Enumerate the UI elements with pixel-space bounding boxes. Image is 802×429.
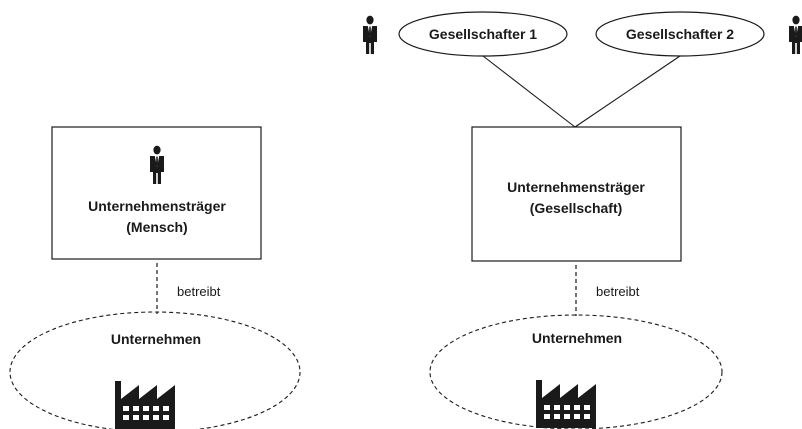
factory-icon	[115, 381, 175, 429]
shareholder-1-link	[482, 55, 576, 128]
right-model: Gesellschafter 1 Gesellschafter 2 Untern…	[363, 11, 802, 429]
shareholder-2-link	[574, 55, 681, 128]
factory-icon	[536, 380, 596, 428]
left-enterprise-ellipse	[9, 311, 301, 429]
right-entity-subtitle: (Gesellschaft)	[530, 200, 623, 216]
left-entity-title: Unternehmensträger	[88, 198, 226, 214]
person-icon	[363, 15, 377, 55]
left-entity-subtitle: (Mensch)	[126, 219, 187, 235]
right-enterprise-label: Unternehmen	[532, 330, 622, 346]
right-entity-title: Unternehmensträger	[507, 179, 645, 195]
left-model: Unternehmensträger (Mensch) betreibt Unt…	[9, 126, 301, 429]
right-enterprise-ellipse	[429, 314, 723, 429]
left-enterprise-label: Unternehmen	[111, 331, 201, 347]
right-relation-label: betreibt	[596, 284, 640, 299]
left-relation-label: betreibt	[177, 284, 221, 299]
person-icon	[789, 15, 802, 55]
shareholder-1-label: Gesellschafter 1	[429, 26, 537, 42]
right-entity-box	[471, 126, 682, 262]
shareholder-2-label: Gesellschafter 2	[626, 26, 734, 42]
